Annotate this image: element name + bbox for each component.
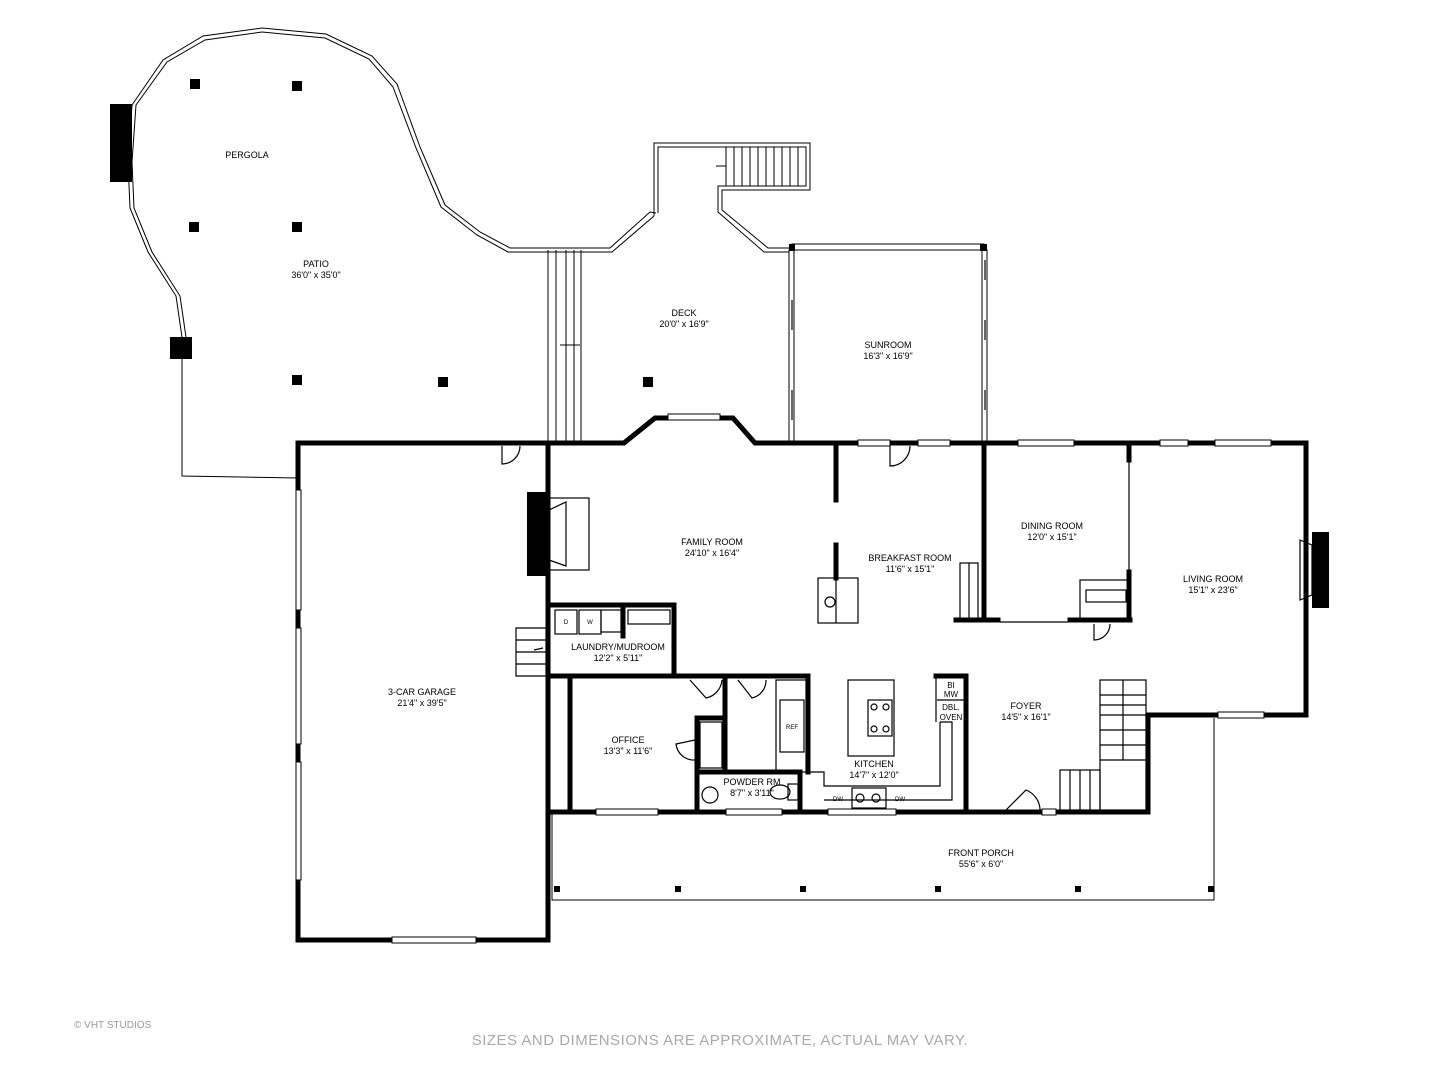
laundry-name: LAUNDRY/MUDROOM [571,642,665,652]
laundry-dims: 12'2" x 5'11" [594,653,643,663]
patio-chimney [170,337,192,359]
bi-label: BI [947,681,955,690]
foyer-stairs [1059,679,1147,811]
dbl-label: DBL. [942,703,960,712]
sunroom-dims: 16'3" x 16'9" [863,351,912,361]
garage-dims: 21'4" x 39'5" [397,698,446,708]
oven-label: OVEN [940,713,963,722]
kitchen-name: KITCHEN [854,759,894,769]
garage-walls [295,440,551,944]
washer-label: W [587,620,593,626]
front-porch-dims: 55'6" x 6'0" [959,859,1003,869]
dining-room-name: DINING ROOM [1021,521,1083,531]
foyer-name: FOYER [1010,701,1042,711]
house-walls [545,413,1329,816]
dining-room-dims: 12'0" x 15'1" [1027,532,1076,542]
patio-name: PATIO [303,259,329,269]
family-fireplace [527,492,590,576]
garage-name: 3-CAR GARAGE [388,687,456,697]
copyright-text: © VHT STUDIOS [74,1020,152,1031]
powder-dims: 8'7" x 3'11" [730,788,774,798]
living-room-dims: 15'1" x 23'6" [1188,585,1237,595]
dw2-label: DW [895,797,905,803]
porch-outline [551,718,1215,901]
office-dims: 13'3" x 11'6" [604,746,653,756]
breakfast-cabinet [817,577,859,624]
foyer-dims: 14'5" x 16'1" [1001,712,1050,722]
living-room-name: LIVING ROOM [1183,574,1243,584]
family-room-name: FAMILY ROOM [681,537,743,547]
kitchen-island [847,679,895,757]
deck-outline [653,142,811,253]
breakfast-room-name: BREAKFAST ROOM [868,553,951,563]
patio-dims: 36'0" x 35'0" [291,270,340,280]
disclaimer-text: SIZES AND DIMENSIONS ARE APPROXIMATE, AC… [471,1032,969,1049]
dw-label: DW [833,797,843,803]
pergola-chimney [110,104,132,182]
deck-dims: 20'0" x 16'9" [659,319,708,329]
patio-outline [127,27,657,479]
office-name: OFFICE [612,735,645,745]
walkway [547,250,582,443]
kitchen-dims: 14'7" x 12'0" [849,770,898,780]
powder-name: POWDER RM [724,777,781,787]
pergola-name: PERGOLA [225,150,269,160]
family-room-dims: 24'10" x 16'4" [685,548,739,558]
sunroom-name: SUNROOM [865,340,912,350]
deck-name: DECK [671,308,696,318]
doors [501,445,1111,813]
ref-label: REF [786,725,798,731]
dryer-label: D [564,620,569,626]
front-porch-name: FRONT PORCH [948,848,1014,858]
breakfast-room-dims: 11'6" x 15'1" [886,564,935,574]
mw-label: MW [944,690,959,699]
